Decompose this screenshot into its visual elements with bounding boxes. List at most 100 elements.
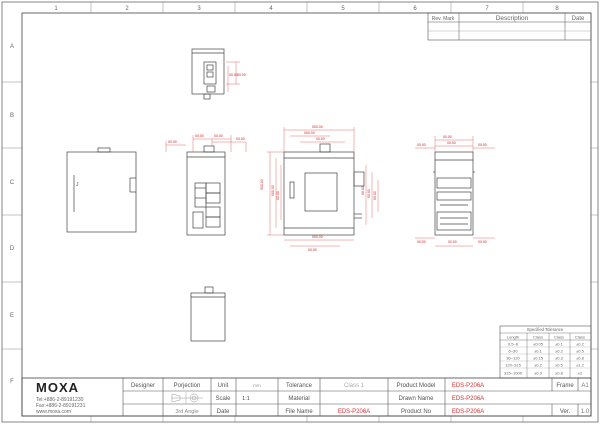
unit-label: Unit xyxy=(218,383,229,389)
tolerance-cell: ±0.5 xyxy=(576,349,585,354)
tolerance-header: Class xyxy=(554,335,564,340)
row-label: A xyxy=(10,44,14,50)
column-label: 4 xyxy=(269,6,273,12)
svg-text:00.00: 00.00 xyxy=(443,135,452,139)
tolerance-cell: ±0.1 xyxy=(534,349,543,354)
date-header: Date xyxy=(572,16,585,22)
tolerance-cell: ±0.5 xyxy=(555,363,564,368)
column-label: 6 xyxy=(413,6,417,12)
ver-label: Ver. xyxy=(560,409,571,415)
designer-label: Designer xyxy=(131,383,155,389)
product-no-label: Product No xyxy=(401,409,432,415)
svg-text:00.00: 00.00 xyxy=(276,191,280,200)
svg-text:00.00: 00.00 xyxy=(361,186,365,195)
svg-text:00.00: 00.00 xyxy=(316,137,325,141)
tolerance-header: Class xyxy=(575,335,585,340)
tolerance-cell: 6~30 xyxy=(508,349,518,354)
column-label: 5 xyxy=(341,6,345,12)
company-tel: Tel:+886-2-89191230 xyxy=(36,397,84,403)
column-label: 1 xyxy=(54,6,58,12)
svg-text:00.00: 00.00 xyxy=(373,191,377,200)
right-view-dimensions xyxy=(267,127,379,247)
front-view-dim-text: 00.00 00.00 00.00 00.00 xyxy=(168,134,245,144)
svg-text:00.00: 00.00 xyxy=(478,240,487,244)
svg-text:00.00: 00.00 xyxy=(168,140,177,144)
material-label: Material xyxy=(288,396,309,402)
tolerance-cell: ±0.8 xyxy=(555,371,564,376)
unit-value: mm xyxy=(253,383,261,388)
svg-text:00.00: 00.00 xyxy=(308,248,317,252)
tolerance-cell: 120~315 xyxy=(505,363,521,368)
right-view xyxy=(283,143,365,236)
svg-text:000.00: 000.00 xyxy=(312,235,323,239)
top-view-dimensions xyxy=(226,61,240,92)
column-label: 8 xyxy=(555,6,559,12)
bottom-view xyxy=(190,286,226,342)
projection-value: 3rd Angle xyxy=(175,409,198,415)
svg-text:00.00: 00.00 xyxy=(229,73,238,77)
row-label: B xyxy=(10,113,14,119)
tolerance-cell: ±1.2 xyxy=(576,363,585,368)
svg-text:000.00: 000.00 xyxy=(260,179,264,190)
svg-text:00.00: 00.00 xyxy=(448,240,457,244)
tolerance-cell: ±0.2 xyxy=(534,363,543,368)
product-model-value: EDS-P206A xyxy=(452,383,484,389)
svg-text:000.00: 000.00 xyxy=(304,131,315,135)
column-label: 7 xyxy=(485,6,489,12)
scale-value: 1:1 xyxy=(242,396,250,402)
tolerance-cell: ±0.2 xyxy=(576,342,585,347)
tolerance-cell: ±0.3 xyxy=(555,356,564,361)
row-label: C xyxy=(10,180,15,186)
svg-text:000.00: 000.00 xyxy=(312,125,323,129)
frame-value: A1 xyxy=(581,383,589,389)
svg-text:00.00: 00.00 xyxy=(214,134,223,138)
title-block xyxy=(21,377,592,417)
row-label: E xyxy=(10,313,14,319)
drawn-name-label: Drawn Name xyxy=(398,396,434,402)
svg-text:00.00: 00.00 xyxy=(195,134,204,138)
moxa-logo: MOXA xyxy=(36,380,79,395)
column-label: 2 xyxy=(125,6,129,12)
frame-label: Frame xyxy=(556,383,574,389)
tolerance-header: Length xyxy=(507,335,519,340)
projection-symbol-icon xyxy=(171,392,203,404)
row-label: F xyxy=(10,379,14,385)
tolerance-cell: ±0.8 xyxy=(576,356,585,361)
tolerance-table: Specified Tolerance Length Class Class C… xyxy=(499,325,592,379)
drawn-name-value: EDS-P206A xyxy=(452,396,484,402)
tolerance-cell: ±0.15 xyxy=(533,356,544,361)
column-label: 3 xyxy=(197,6,201,12)
svg-text:J: J xyxy=(76,182,79,188)
ver-value: 1.0 xyxy=(581,409,590,415)
front-view-dimensions xyxy=(165,135,247,152)
rear-view xyxy=(433,151,475,236)
left-view: J xyxy=(66,147,137,233)
tolerance-title: Specified Tolerance xyxy=(527,327,564,332)
tolerance-cell: 30~120 xyxy=(506,356,520,361)
front-view xyxy=(186,145,226,236)
date-label: Date xyxy=(217,409,230,415)
tolerance-cell: ±0.2 xyxy=(555,349,564,354)
company-block: MOXA Tel:+886-2-89191230 Fax:+886-2-8919… xyxy=(36,380,86,415)
svg-text:00.00: 00.00 xyxy=(417,143,426,147)
svg-text:00.00: 00.00 xyxy=(478,143,487,147)
svg-text:00.00: 00.00 xyxy=(237,73,246,77)
tolerance-cell: ±0.3 xyxy=(534,371,543,376)
description-header: Description xyxy=(496,15,529,22)
rev-mark-header: Rev. Mark xyxy=(432,16,455,22)
svg-text:00.00: 00.00 xyxy=(236,137,245,141)
row-label: D xyxy=(10,246,15,252)
tolerance-value: Class 1 xyxy=(344,383,365,389)
tolerance-cell: 0.5~6 xyxy=(508,342,519,347)
projection-label: Porjection xyxy=(174,383,201,389)
company-fax: Fax:+886-2-89191231 xyxy=(36,403,86,409)
svg-text:00.00: 00.00 xyxy=(447,141,456,145)
tolerance-cell: ±0.1 xyxy=(555,342,564,347)
tolerance-cell: ±2 xyxy=(578,371,583,376)
tolerance-cell: ±0.05 xyxy=(533,342,544,347)
